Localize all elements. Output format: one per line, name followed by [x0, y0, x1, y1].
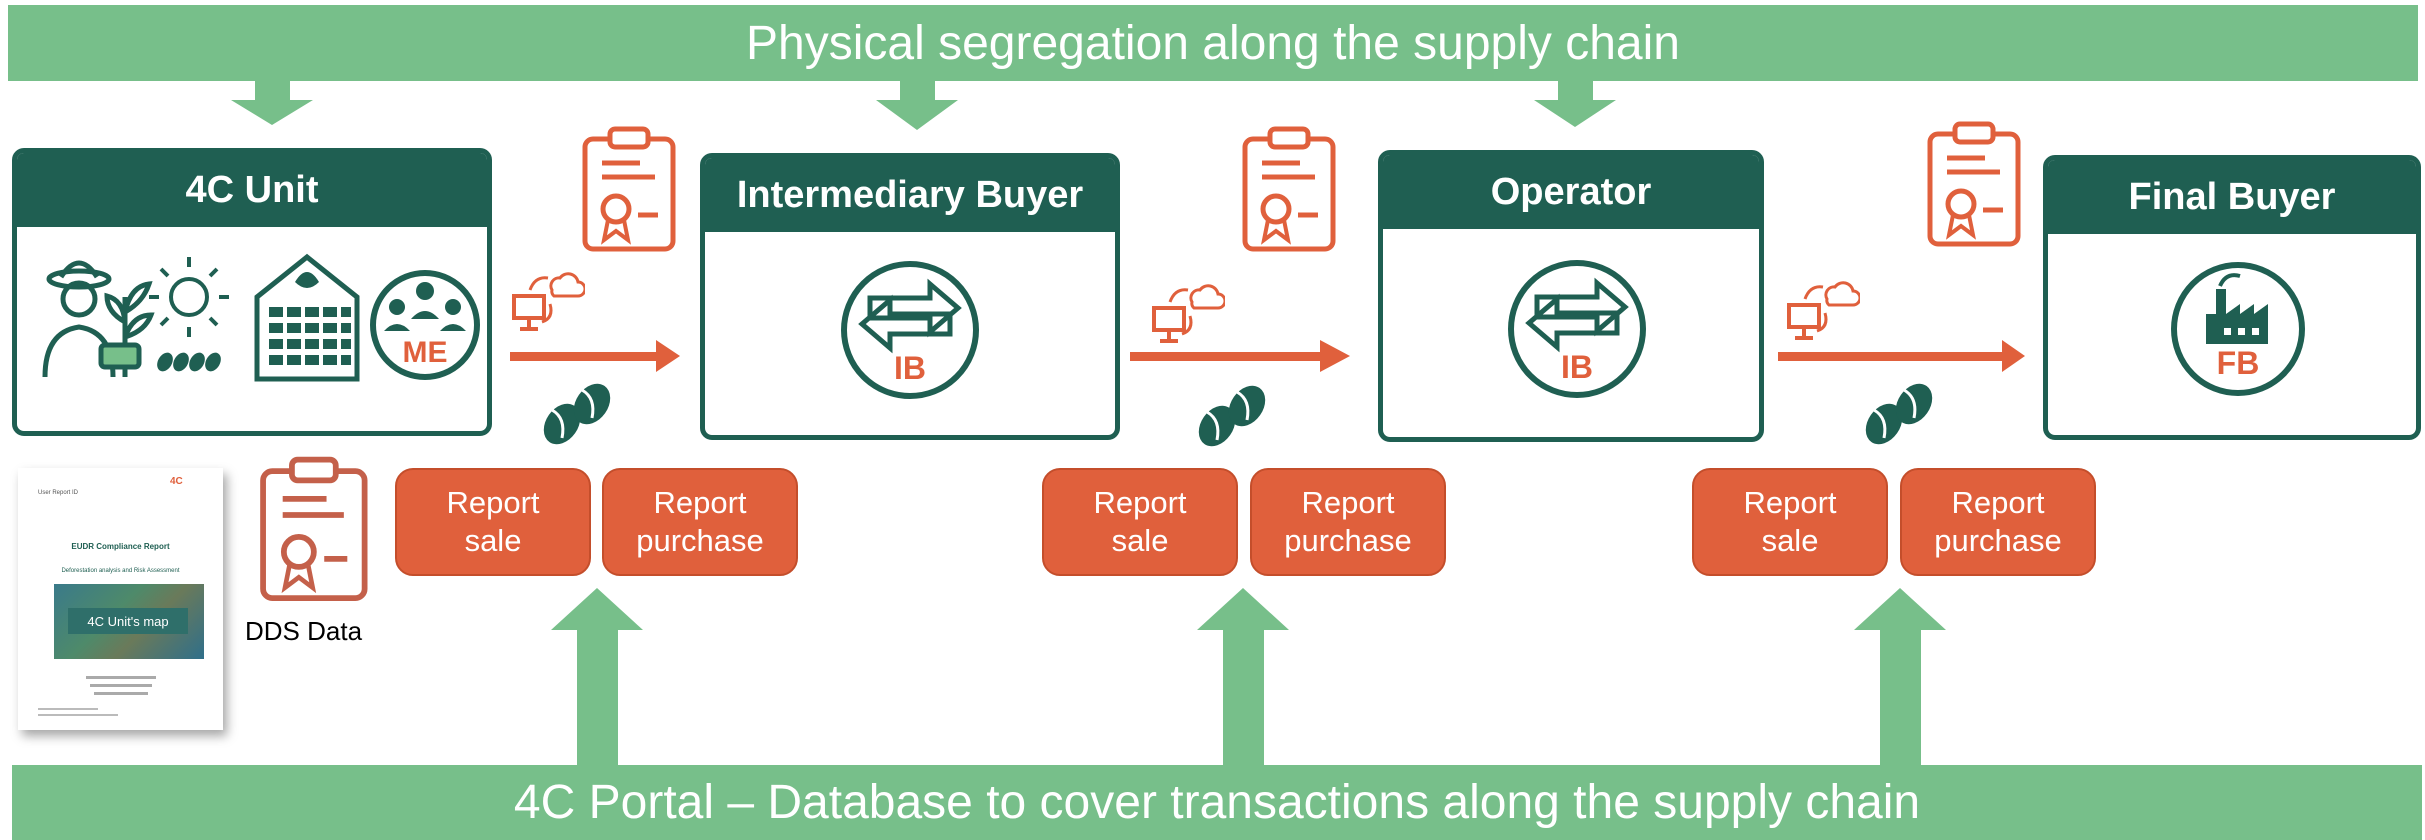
- doc-text-line: [86, 676, 156, 679]
- computer-cloud-sync-icon: [1152, 284, 1225, 343]
- computer-cloud-sync-icon: [1787, 281, 1860, 340]
- down-arrow-2: [876, 80, 958, 130]
- actor-title: Operator: [1383, 155, 1759, 229]
- report-sale-line2: sale: [1111, 523, 1169, 558]
- greenhouse-icon: [254, 253, 360, 382]
- actor-title: 4C Unit: [17, 153, 487, 227]
- ib-badge-text: IB: [1561, 349, 1593, 385]
- report-purchase-line1: Report: [1951, 485, 2045, 520]
- certificate-icon: [1927, 121, 2021, 247]
- report-sale-line2: sale: [1761, 523, 1819, 558]
- beans-small-icon: [157, 352, 221, 372]
- report-purchase-line2: purchase: [1934, 523, 2062, 558]
- up-arrow-1: [551, 588, 643, 765]
- operator-exchange-icon: IB: [1508, 260, 1646, 398]
- down-arrow-1: [231, 80, 313, 125]
- orange-arrow-1: [510, 340, 680, 372]
- actor-box-operator: Operator IB: [1378, 150, 1764, 442]
- farmer-icon: [42, 260, 155, 378]
- report-sale-button[interactable]: Report sale: [395, 468, 591, 576]
- certificate-icon: [582, 126, 676, 252]
- doc-map-image: 4C Unit's map: [54, 584, 204, 659]
- eudr-report-thumbnail: User Report ID 4C EUDR Compliance Report…: [18, 468, 223, 730]
- computer-cloud-sync-icon: [512, 272, 585, 331]
- doc-logo: 4C: [170, 476, 183, 487]
- coffee-beans-icon: [1198, 385, 1266, 447]
- report-purchase-line2: purchase: [636, 523, 764, 558]
- ib-exchange-icon: IB: [841, 261, 979, 399]
- actor-box-intermediary-buyer: Intermediary Buyer IB: [700, 153, 1120, 440]
- report-purchase-line1: Report: [653, 485, 747, 520]
- report-purchase-button[interactable]: Report purchase: [1250, 468, 1446, 576]
- report-purchase-button[interactable]: Report purchase: [602, 468, 798, 576]
- doc-title: EUDR Compliance Report: [71, 542, 170, 551]
- 4c-unit-icons: ME: [42, 253, 480, 382]
- orange-arrow-2: [1130, 340, 1350, 372]
- doc-subtitle: Deforestation analysis and Risk Assessme…: [61, 568, 180, 574]
- orange-arrow-3: [1778, 340, 2025, 372]
- up-arrow-3: [1854, 588, 1946, 765]
- actor-title: Intermediary Buyer: [705, 158, 1115, 232]
- doc-text-line: [38, 714, 118, 716]
- coffee-beans-icon: [1865, 383, 1933, 445]
- actor-box-final-buyer: Final Buyer FB: [2043, 155, 2421, 440]
- sun-icon: [149, 257, 229, 337]
- report-sale-button[interactable]: Report sale: [1042, 468, 1238, 576]
- dds-data-label: DDS Data: [245, 616, 363, 646]
- fb-badge-text: FB: [2217, 345, 2260, 381]
- actor-title: Final Buyer: [2048, 160, 2416, 234]
- me-group-icon: ME: [370, 270, 480, 380]
- certificate-icon: [1242, 126, 1336, 252]
- report-sale-line2: sale: [464, 523, 522, 558]
- top-banner: Physical segregation along the supply ch…: [8, 5, 2418, 81]
- factory-icon: FB: [2171, 262, 2305, 396]
- report-purchase-button[interactable]: Report purchase: [1900, 468, 2096, 576]
- doc-text-line: [38, 708, 98, 710]
- down-arrow-3: [1534, 80, 1616, 127]
- report-sale-line1: Report: [446, 485, 540, 520]
- doc-text-line: [94, 692, 148, 695]
- report-purchase-line1: Report: [1301, 485, 1395, 520]
- bottom-banner: 4C Portal – Database to cover transactio…: [12, 765, 2422, 840]
- me-badge-text: ME: [403, 336, 448, 369]
- report-sale-line1: Report: [1093, 485, 1187, 520]
- doc-text-line: [90, 684, 152, 687]
- up-arrow-2: [1197, 588, 1289, 765]
- doc-header: User Report ID: [38, 490, 79, 496]
- doc-map-label: 4C Unit's map: [68, 608, 188, 634]
- report-sale-button[interactable]: Report sale: [1692, 468, 1888, 576]
- report-sale-line1: Report: [1743, 485, 1837, 520]
- ib-badge-text: IB: [894, 350, 926, 386]
- coffee-beans-icon: [543, 383, 611, 445]
- actor-box-4c-unit: 4C Unit: [12, 148, 492, 436]
- dds-certificate-icon: [260, 456, 368, 601]
- report-purchase-line2: purchase: [1284, 523, 1412, 558]
